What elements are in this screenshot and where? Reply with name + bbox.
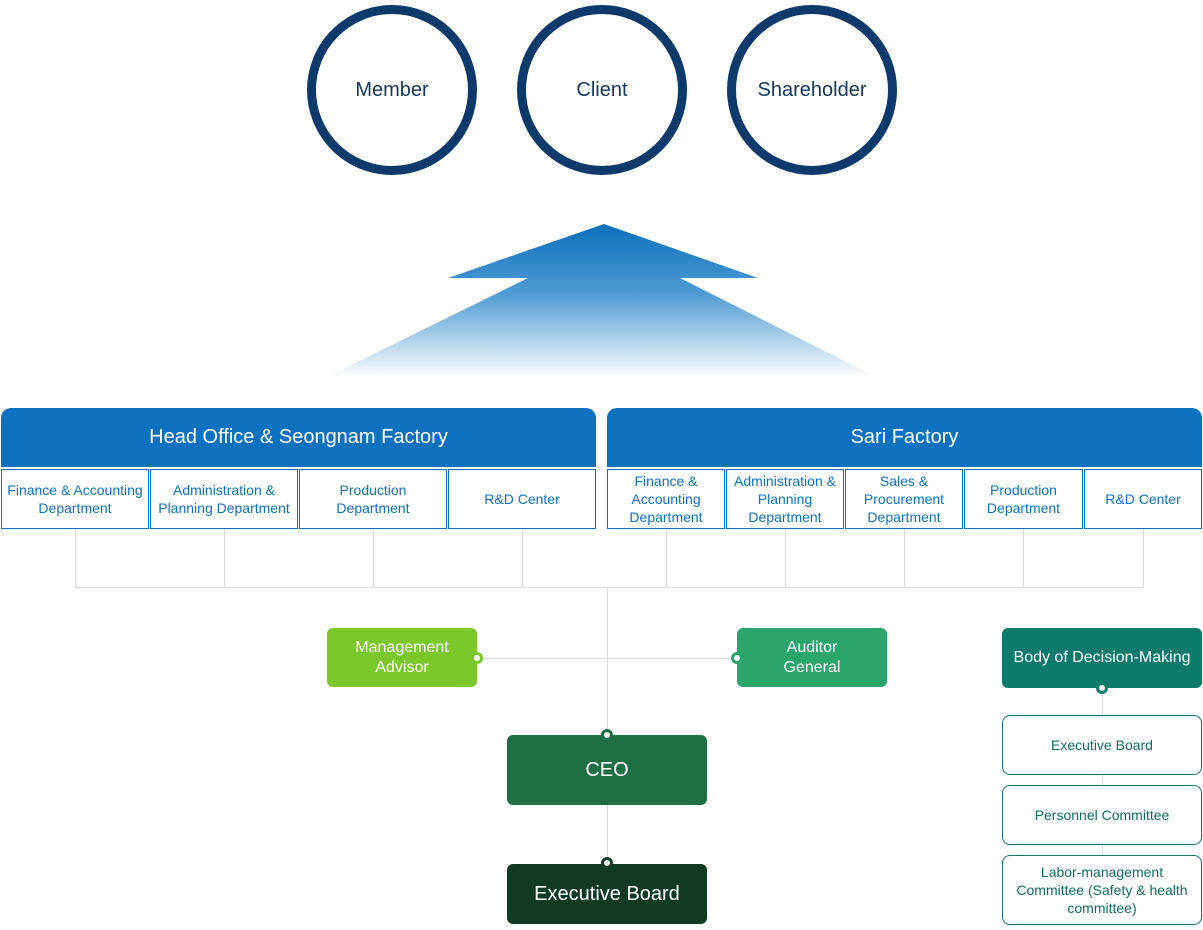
decision-body-title: Body of Decision-Making — [1013, 649, 1191, 666]
ceo-label: CEO — [585, 758, 629, 781]
member-label: Member — [355, 78, 429, 101]
decision-body-connector-dot — [1096, 682, 1108, 694]
circle-member: Member — [307, 5, 477, 175]
executive-board-connector-dot — [601, 857, 613, 869]
connector-drop — [666, 529, 667, 587]
auditor-general-box: Auditor General — [737, 628, 887, 687]
ho-dept-rnd: R&D Center — [448, 469, 596, 529]
auditor-general-label: Auditor General — [783, 638, 841, 676]
circle-client: Client — [517, 5, 687, 175]
sari-factory-header: Sari Factory — [607, 408, 1202, 467]
dept-label: Administration & Planning Department — [734, 473, 836, 525]
connector-advisor-auditor — [477, 658, 737, 659]
ho-dept-production: Production Department — [299, 469, 447, 529]
decision-item-personnel-committee: Personnel Committee — [1002, 785, 1202, 845]
client-label: Client — [576, 78, 628, 101]
connector-drop — [522, 529, 523, 587]
head-office-header: Head Office & Seongnam Factory — [1, 408, 596, 467]
connector-drop — [224, 529, 225, 587]
advisor-connector-dot — [471, 652, 483, 664]
dept-label: Production Department — [336, 482, 410, 516]
connector-drop — [373, 529, 374, 587]
sari-factory-title: Sari Factory — [850, 426, 959, 448]
sari-dept-production: Production Department — [964, 469, 1083, 529]
decision-item-label: Labor-management Committee (Safety & hea… — [1016, 864, 1188, 916]
decision-body-box: Body of Decision-Making — [1002, 628, 1202, 688]
connector-drop — [1143, 529, 1144, 587]
connector-trunk — [607, 587, 608, 867]
decision-item-label: Executive Board — [1051, 737, 1153, 753]
ho-dept-finance: Finance & Accounting Department — [1, 469, 149, 529]
management-advisor-label: Management Advisor — [355, 638, 449, 676]
dept-label: Sales & Procurement Department — [863, 473, 945, 525]
circle-shareholder: Shareholder — [727, 5, 897, 175]
connector-drop — [75, 529, 76, 587]
dept-label: Administration & Planning Department — [158, 482, 290, 516]
up-arrow-icon — [325, 224, 878, 378]
ceo-box: CEO — [507, 735, 707, 805]
decision-item-labor-committee: Labor-management Committee (Safety & hea… — [1002, 855, 1202, 925]
sari-dept-rnd: R&D Center — [1084, 469, 1202, 529]
management-advisor-box: Management Advisor — [327, 628, 477, 687]
dept-label: Production Department — [986, 482, 1061, 516]
dept-label: Finance & Accounting Department — [629, 473, 703, 525]
connector-drop — [785, 529, 786, 587]
executive-board-box: Executive Board — [507, 864, 707, 924]
ho-dept-admin: Administration & Planning Department — [150, 469, 298, 529]
shareholder-label: Shareholder — [757, 78, 867, 101]
dept-label: R&D Center — [484, 491, 560, 507]
connector-drop — [904, 529, 905, 587]
sari-dept-sales: Sales & Procurement Department — [845, 469, 963, 529]
dept-label: R&D Center — [1105, 491, 1181, 507]
connector-horizontal — [75, 587, 1144, 588]
decision-item-label: Personnel Committee — [1034, 807, 1170, 823]
sari-dept-finance: Finance & Accounting Department — [607, 469, 725, 529]
ceo-connector-dot — [601, 729, 613, 741]
connector-drop — [1023, 529, 1024, 587]
sari-dept-admin: Administration & Planning Department — [726, 469, 844, 529]
head-office-title: Head Office & Seongnam Factory — [149, 426, 448, 448]
dept-label: Finance & Accounting Department — [7, 482, 143, 516]
executive-board-label: Executive Board — [534, 882, 680, 905]
decision-item-executive-board: Executive Board — [1002, 715, 1202, 775]
auditor-connector-dot — [731, 652, 743, 664]
